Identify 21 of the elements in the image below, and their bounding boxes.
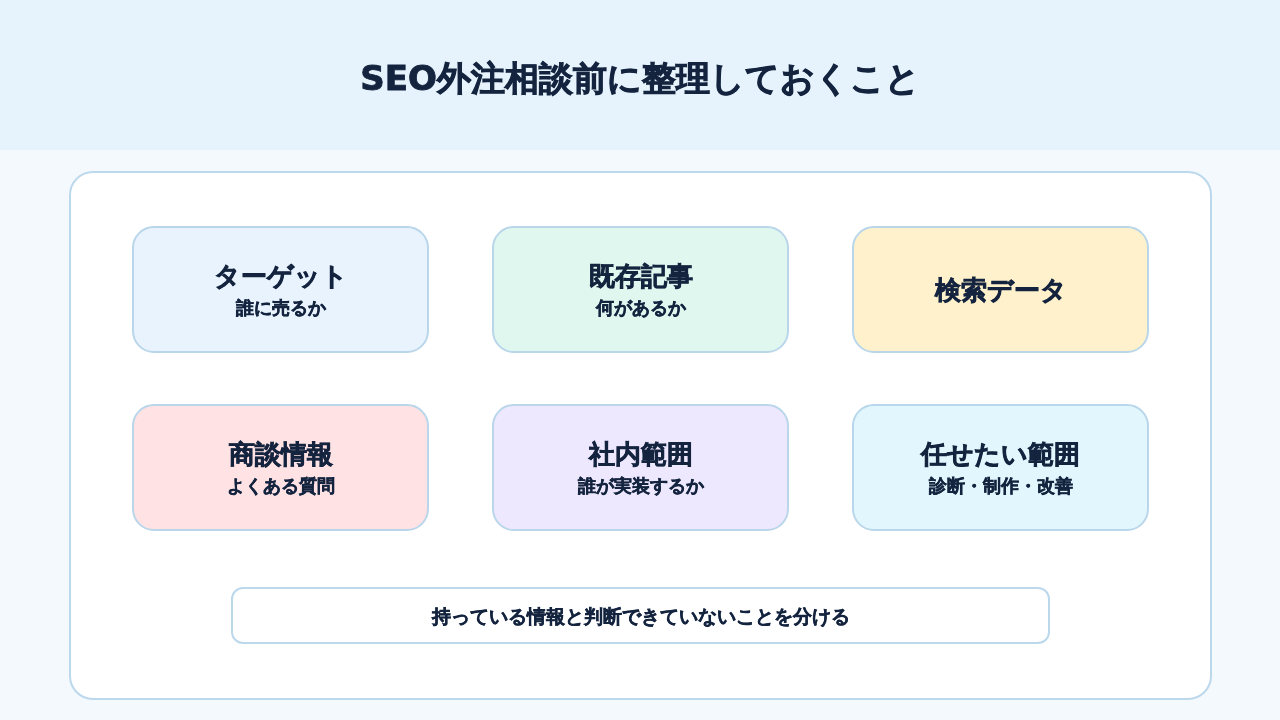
card-heading: 任せたい範囲 xyxy=(921,437,1080,471)
title: SEO外注相談前に整理しておくこと xyxy=(359,57,921,100)
card-subtitle: 誰が実装するか xyxy=(577,473,704,498)
info-card xyxy=(852,226,1149,353)
card-heading: 社内範囲 xyxy=(588,437,693,471)
card-subtitle: 診断・制作・改善 xyxy=(928,473,1073,498)
info-card xyxy=(132,226,429,353)
info-card xyxy=(132,404,429,531)
note-text: 持っている情報と判断できていないことを分ける xyxy=(431,603,850,629)
card-heading: 既存記事 xyxy=(588,259,693,293)
panel xyxy=(69,171,1212,700)
note-box xyxy=(231,587,1050,644)
card-heading: ターゲット xyxy=(213,259,348,293)
card-subtitle: よくある質問 xyxy=(226,473,335,498)
card-subtitle: 誰に売るか xyxy=(235,295,326,320)
info-card xyxy=(492,404,789,531)
card-heading: 商談情報 xyxy=(228,437,333,471)
info-card xyxy=(852,404,1149,531)
card-heading: 検索データ xyxy=(934,273,1067,307)
info-card xyxy=(492,226,789,353)
card-subtitle: 何があるか xyxy=(595,295,686,320)
